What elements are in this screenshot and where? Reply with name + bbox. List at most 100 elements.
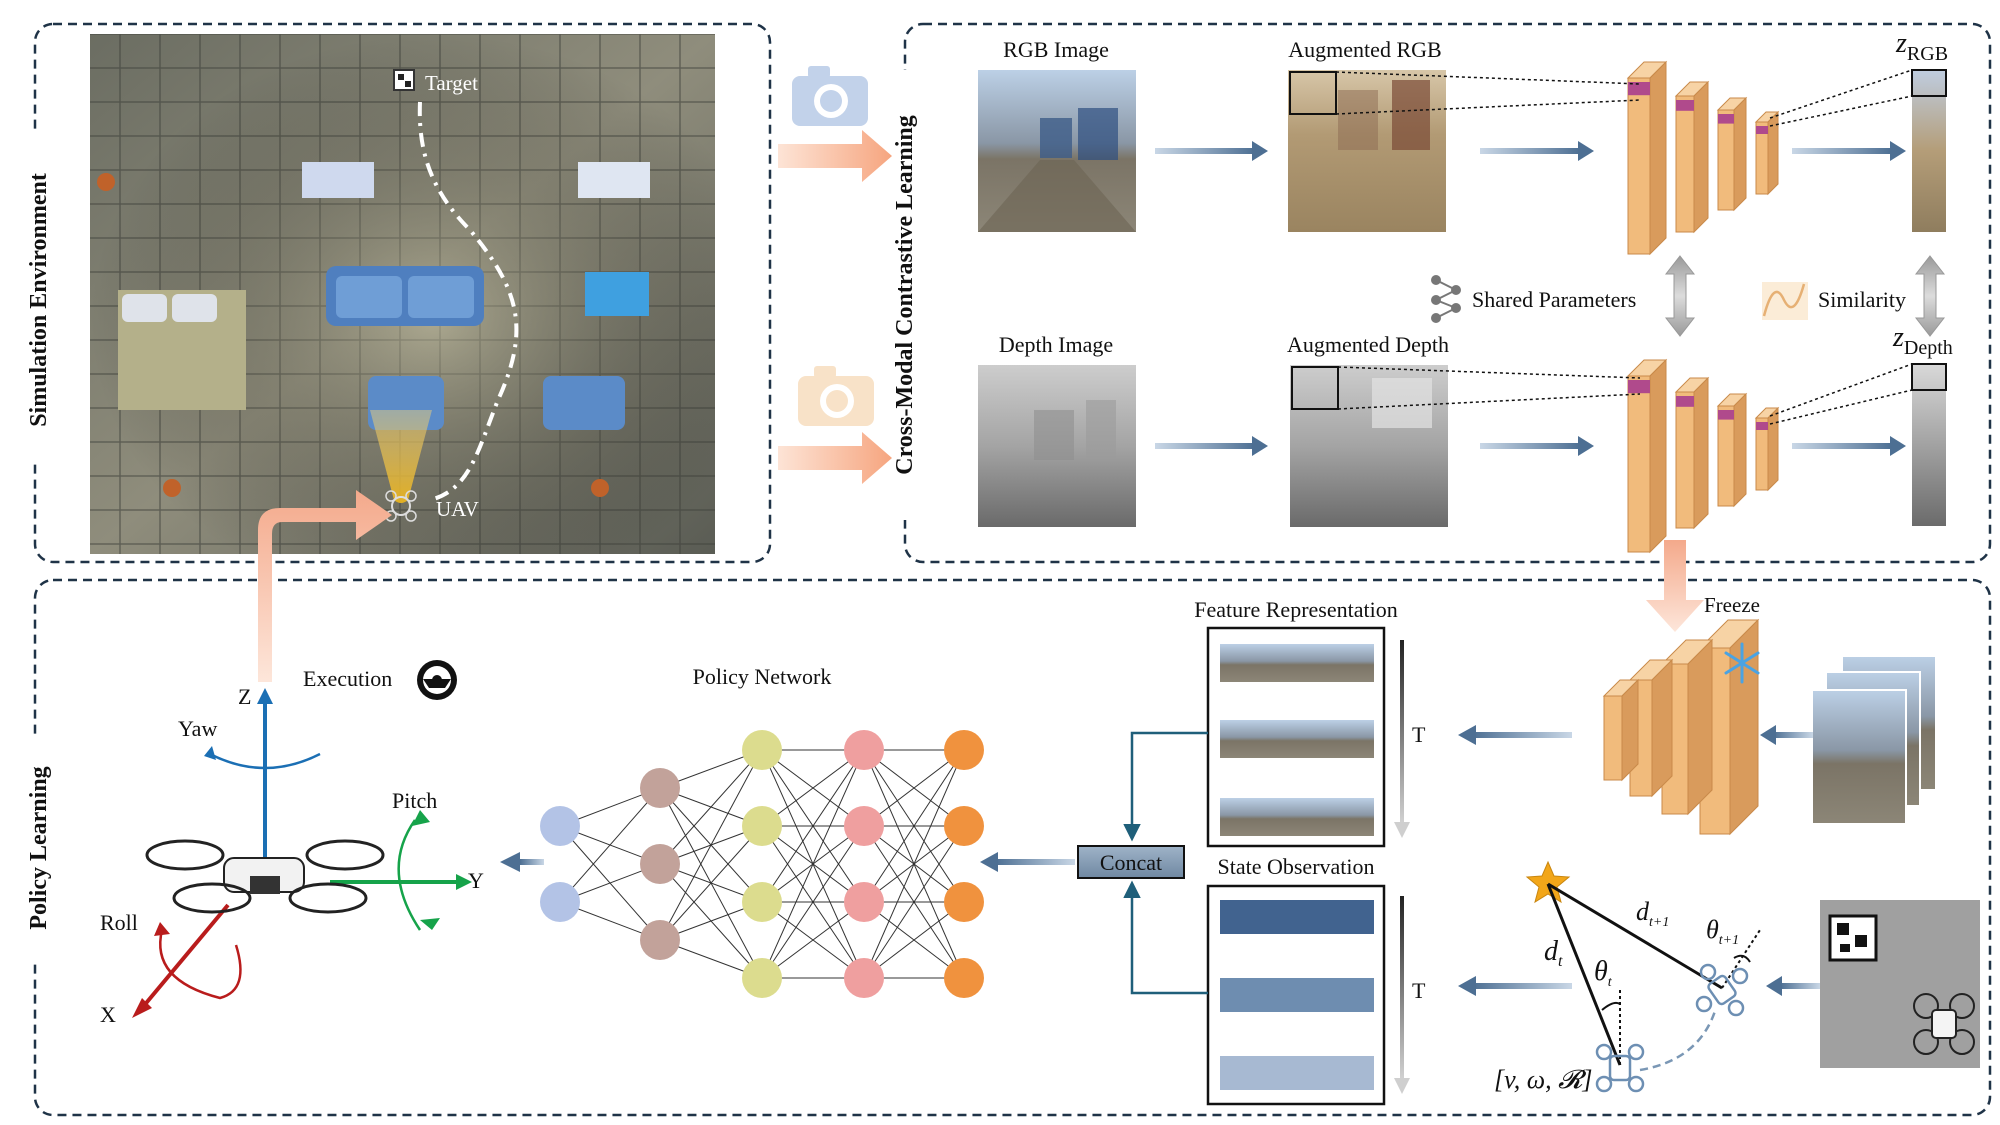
uav-icon	[385, 490, 417, 522]
network-node	[844, 958, 884, 998]
network-node	[944, 806, 984, 846]
network-node	[742, 882, 782, 922]
yaw-label: Yaw	[178, 716, 217, 741]
d-t1-label: dt+1	[1636, 897, 1669, 930]
encoder-block	[1602, 678, 1640, 782]
state-bar	[1220, 978, 1374, 1012]
state-time-axis	[1400, 896, 1404, 1082]
uav-trajectory	[417, 101, 519, 502]
network-node	[742, 806, 782, 846]
y-axis-label: Y	[468, 868, 484, 893]
snowflake-icon	[1724, 642, 1760, 684]
armchair-right-object	[543, 376, 625, 430]
similarity-arrow	[1914, 255, 1946, 337]
state-t-label: T	[1412, 978, 1426, 1003]
z-depth-label: zDepth	[1892, 322, 1953, 359]
patch-projection-lines	[1335, 69, 1913, 425]
ball-object	[591, 479, 609, 497]
state-vector-label: [v, ω, 𝓡]	[1494, 1065, 1593, 1094]
depth-image-label: Depth Image	[999, 332, 1113, 357]
shared-parameters-label: Shared Parameters	[1472, 287, 1636, 312]
steering-wheel-icon	[417, 660, 457, 700]
augmented-rgb-image	[1288, 70, 1446, 232]
network-node	[844, 730, 884, 770]
feature-t-label: T	[1412, 722, 1426, 747]
network-edges	[559, 749, 965, 979]
freeze-label: Freeze	[1704, 593, 1760, 617]
encoder-block	[1716, 96, 1748, 212]
z-rgb-feature-strip	[1912, 70, 1946, 232]
cube-object	[585, 272, 649, 316]
network-node	[944, 882, 984, 922]
state-observation-label: State Observation	[1217, 854, 1374, 879]
shelf-left-object	[302, 162, 374, 198]
concat-box	[1077, 845, 1185, 879]
shelf-right-object	[578, 162, 650, 198]
navigation-geometry	[1525, 860, 1761, 1093]
network-node	[640, 844, 680, 884]
x-axis-label: X	[100, 1002, 116, 1027]
drone-axes	[132, 688, 472, 1018]
contrastive-panel	[903, 22, 1992, 564]
d-t-label: dt	[1544, 936, 1563, 970]
aruco-marker-icon	[1828, 914, 1878, 962]
feature-time-axis	[1400, 640, 1404, 826]
execution-label: Execution	[303, 666, 392, 691]
rgb-image	[978, 70, 1136, 232]
ball-object	[163, 479, 181, 497]
encoder-block	[1754, 406, 1780, 492]
roll-label: Roll	[100, 910, 138, 935]
network-node	[844, 882, 884, 922]
network-node	[742, 958, 782, 998]
sofa-object	[326, 266, 484, 326]
network-node	[944, 958, 984, 998]
encoder-block	[1674, 80, 1710, 234]
augmented-rgb-label: Augmented RGB	[1288, 37, 1441, 62]
shared-parameters-icon	[1431, 275, 1461, 323]
shared-parameters-arrow	[1664, 255, 1696, 337]
freeze-arrow	[1646, 540, 1704, 632]
rgb-camera-icon	[792, 66, 868, 126]
rgb-pink-arrow	[778, 130, 892, 182]
contrastive-panel-title: Cross-Modal Contrastive Learning	[892, 115, 918, 475]
camera-view-cone	[370, 410, 432, 503]
concat-label: Concat	[1100, 850, 1162, 875]
similarity-icon	[1762, 282, 1808, 320]
encoder-block	[1716, 392, 1748, 508]
network-node	[742, 730, 782, 770]
z-axis-label: Z	[238, 684, 251, 709]
simulation-top-view: Target UAV	[90, 34, 715, 554]
z-depth-patch	[1911, 363, 1947, 391]
state-bar	[1220, 1056, 1374, 1090]
policy-panel-title: Policy Learning	[26, 766, 52, 929]
encoder-block	[1626, 358, 1668, 554]
encoder-block	[1674, 376, 1710, 530]
image-sequence-stack	[1811, 655, 1937, 825]
encoder-block	[1626, 60, 1668, 256]
feature-representation-label: Feature Representation	[1194, 597, 1397, 622]
marker-observation-image	[1820, 900, 1980, 1068]
encoder-block	[1754, 110, 1780, 196]
pitch-label: Pitch	[392, 788, 437, 813]
network-node	[944, 730, 984, 770]
target-label: Target	[425, 71, 478, 95]
uav-label: UAV	[436, 497, 479, 521]
network-node	[540, 806, 580, 846]
network-node	[640, 768, 680, 808]
depth-pink-arrow	[778, 432, 892, 484]
ball-object	[97, 173, 115, 191]
uav-next-icon	[1695, 963, 1749, 1017]
concat-connectors	[1123, 731, 1208, 995]
rgb-image-label: RGB Image	[1003, 37, 1109, 62]
rgb-encoder	[1626, 60, 1780, 256]
depth-encoder	[1626, 358, 1780, 554]
uav-current-icon	[1595, 1043, 1645, 1093]
policy-network-label: Policy Network	[693, 664, 832, 689]
depth-image	[978, 365, 1136, 527]
z-rgb-label: zRGB	[1895, 28, 1948, 65]
bed-object	[118, 290, 246, 410]
encoder-block	[1660, 638, 1714, 816]
network-node	[540, 882, 580, 922]
network-node	[640, 920, 680, 960]
